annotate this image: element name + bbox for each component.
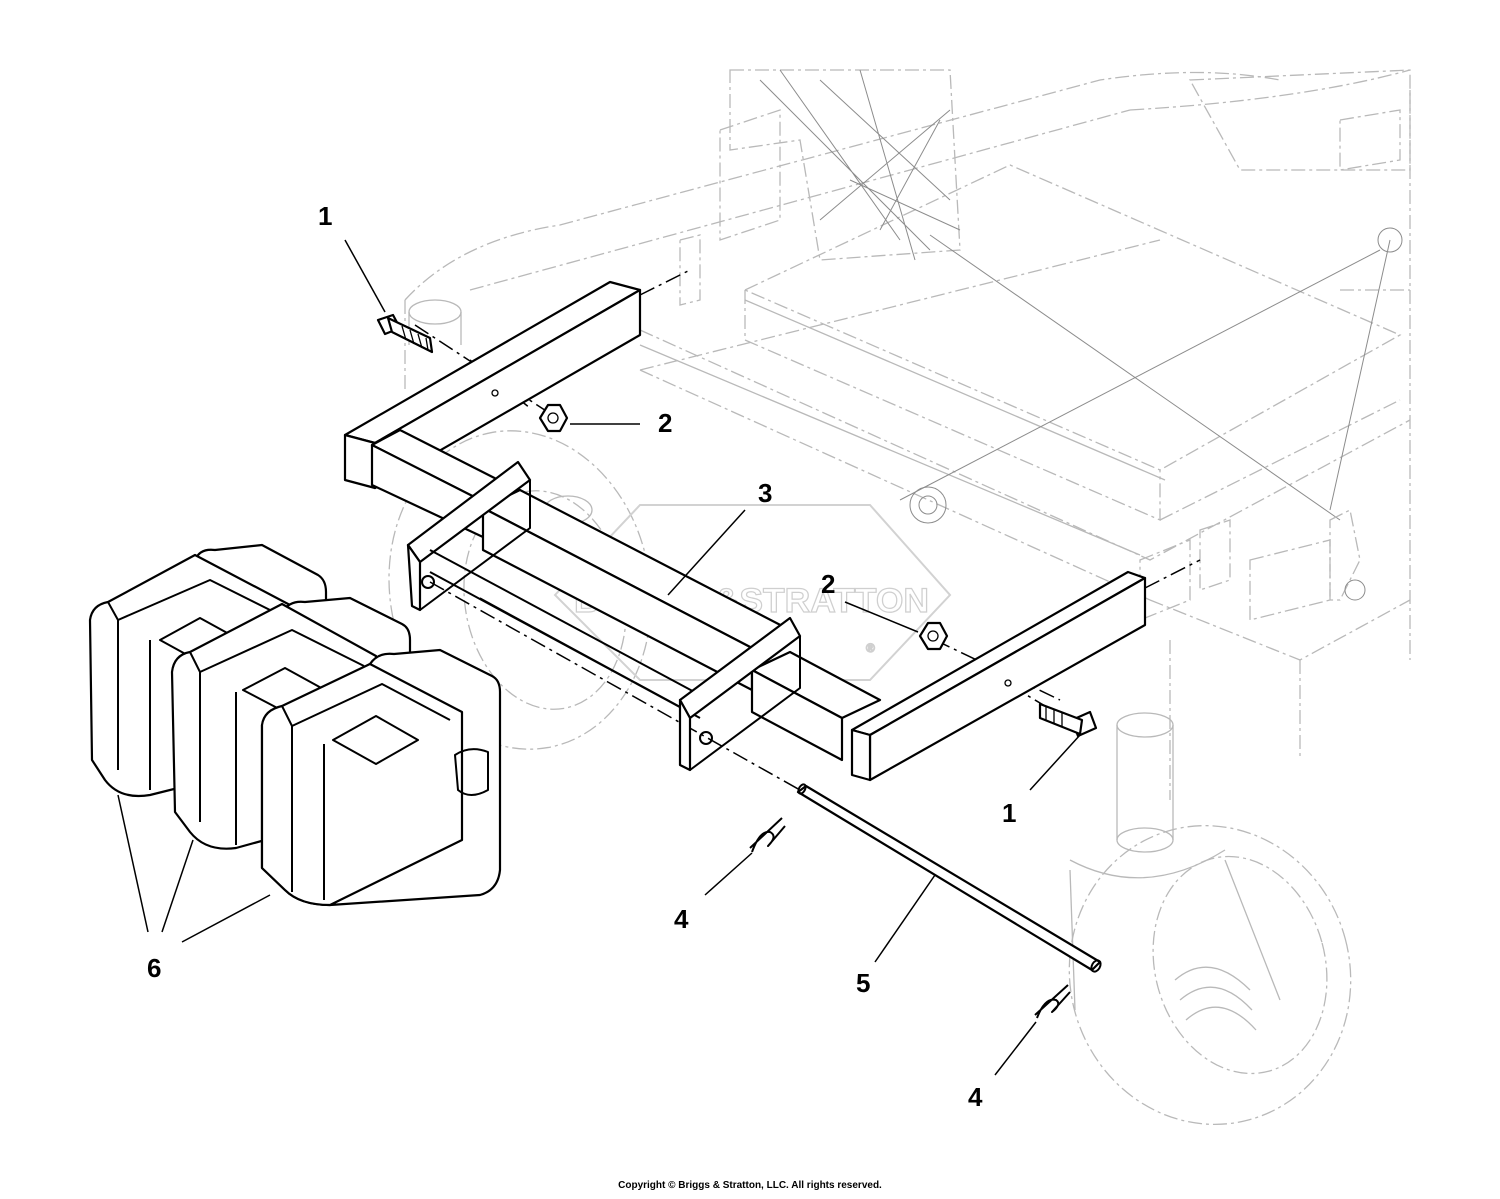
weight-bracket — [343, 280, 1147, 782]
svg-text:®: ® — [866, 641, 875, 655]
nut-upper — [538, 403, 569, 433]
callout-bracket: 3 — [758, 478, 772, 508]
callout-bolt-upper: 1 — [318, 201, 332, 231]
callout-hitch-pin-left: 4 — [674, 904, 689, 934]
callout-bolt-lower: 1 — [1002, 798, 1016, 828]
callout-nut-upper: 2 — [658, 408, 672, 438]
callout-hitch-pin-right: 4 — [968, 1082, 983, 1112]
leader-lines — [117, 239, 1081, 1076]
callout-pin: 5 — [856, 968, 870, 998]
copyright-notice: Copyright © Briggs & Stratton, LLC. All … — [618, 1180, 882, 1191]
bolt-lower — [1038, 702, 1098, 738]
hitch-pin-right — [1034, 984, 1071, 1019]
hitch-pin-left — [749, 817, 786, 853]
pin-rod — [796, 783, 1102, 973]
mower-chassis-phantom — [388, 69, 1411, 1126]
callout-weights: 6 — [147, 953, 161, 983]
callout-labels: 1 1 2 2 3 4 4 5 6 — [147, 201, 1016, 1112]
callout-nut-lower: 2 — [821, 569, 835, 599]
nut-lower — [918, 621, 949, 651]
suitcase-weight-front — [260, 648, 502, 907]
bolt-upper — [376, 313, 434, 354]
